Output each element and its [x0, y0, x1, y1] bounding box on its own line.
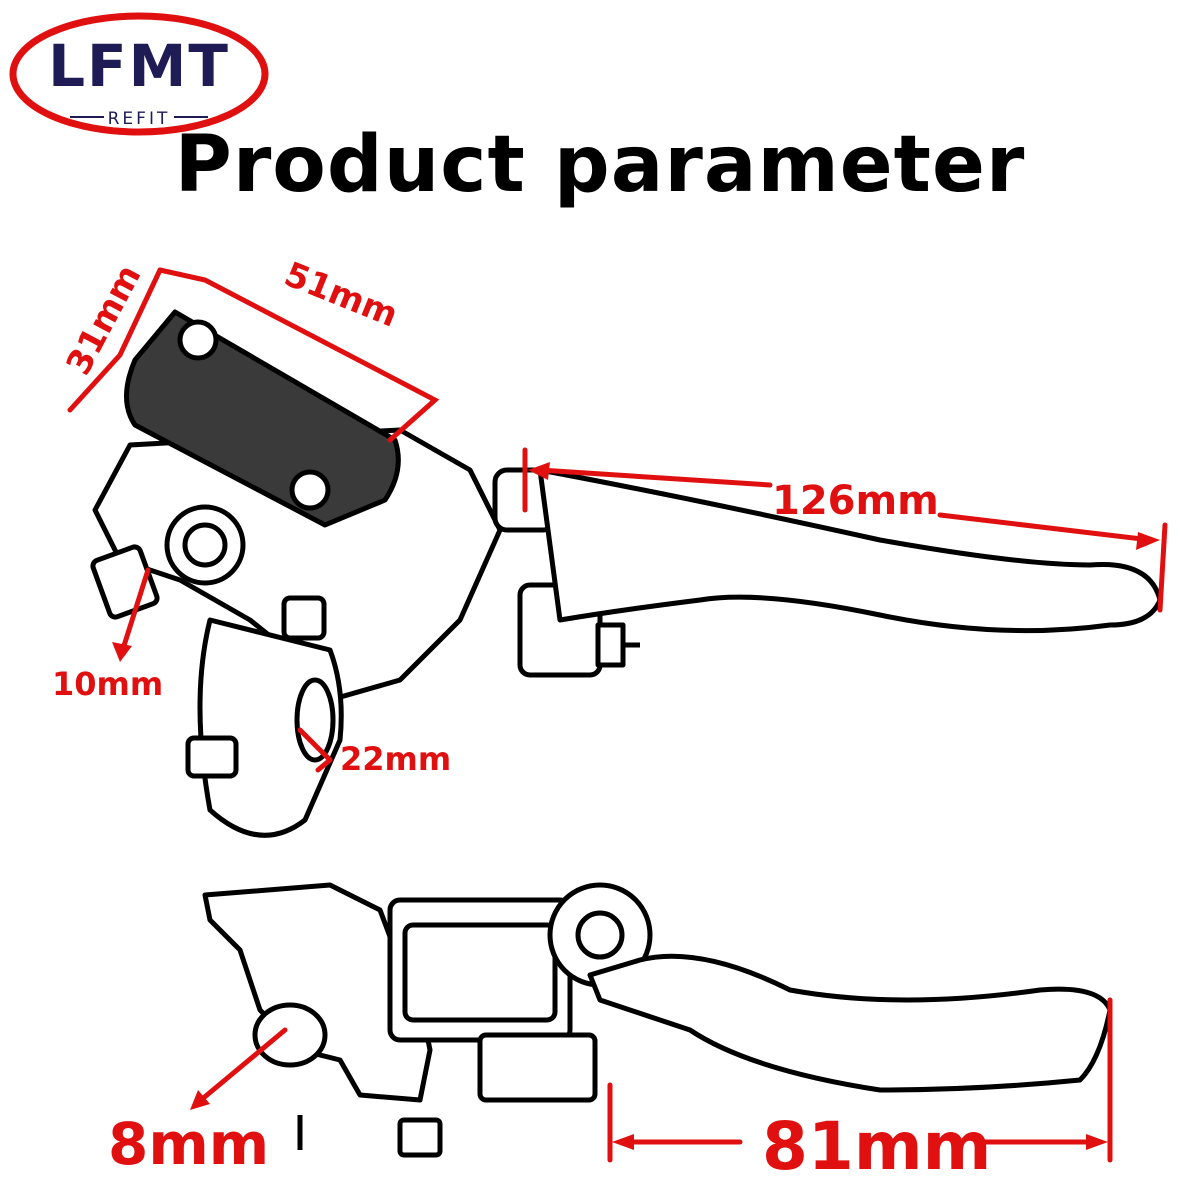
reservoir-cap — [124, 309, 401, 528]
lever-perch — [202, 882, 433, 1103]
brake-lever-long — [537, 467, 1163, 634]
bar-clamp — [197, 617, 344, 838]
dimension-hole: 8mm — [108, 1110, 270, 1178]
brand-tagline: REFIT — [107, 109, 171, 129]
dimension-lever-length: 126mm — [772, 478, 939, 524]
brake-lever-short — [587, 953, 1113, 1093]
brand-logo: LFMT REFIT — [8, 10, 269, 136]
dimension-bolt: 10mm — [52, 665, 164, 703]
dimension-lever-short: 81mm — [762, 1108, 992, 1185]
dimension-bar-clamp: 22mm — [340, 740, 452, 778]
brand-name: LFMT — [48, 32, 230, 100]
page-title: Product parameter — [174, 120, 1026, 210]
